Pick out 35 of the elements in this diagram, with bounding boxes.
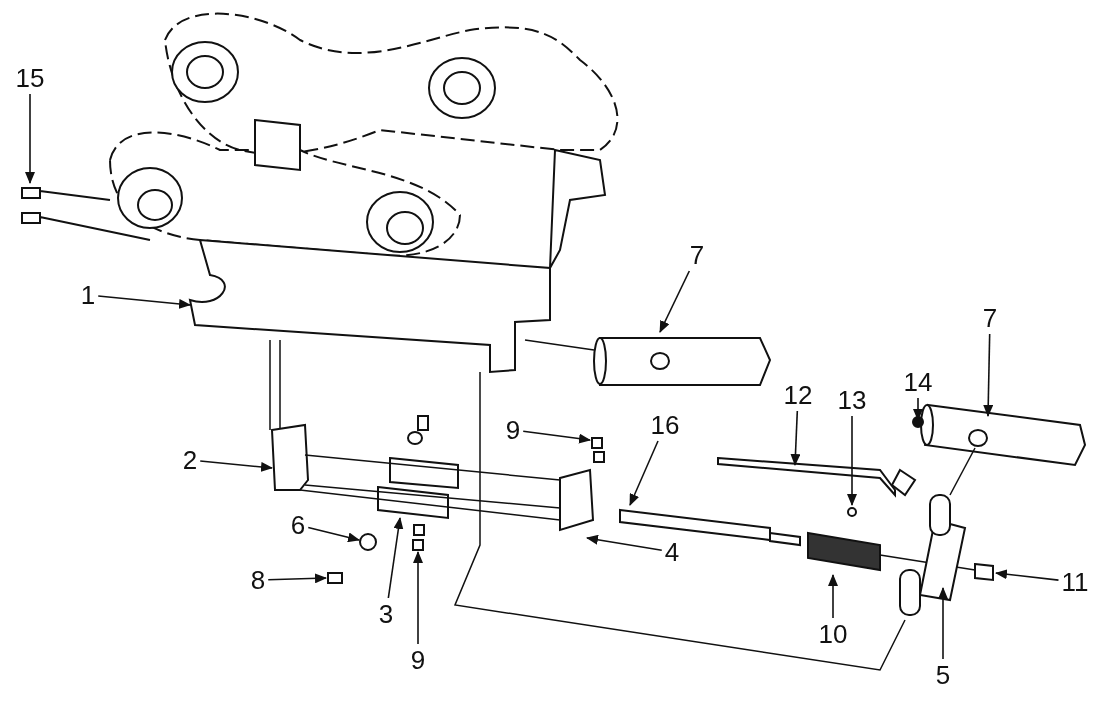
leader-line: [828, 574, 838, 619]
leader-line: [387, 517, 404, 599]
leader-line: [790, 410, 801, 466]
callout-number: 12: [783, 382, 813, 408]
leader-line: [938, 587, 948, 660]
leader-line: [659, 270, 691, 333]
callout-number: 9: [410, 647, 426, 673]
leader-line: [995, 569, 1060, 581]
callout-number: 9: [505, 417, 521, 443]
leader-line: [629, 440, 659, 506]
callout-number: 1: [80, 282, 96, 308]
callout-number: 2: [182, 447, 198, 473]
leader-line: [97, 295, 191, 309]
callout-number: 15: [15, 65, 45, 91]
callout-number: 7: [982, 305, 998, 331]
leader-line: [307, 526, 360, 543]
leader-line: [586, 534, 663, 552]
leader-line: [413, 551, 423, 645]
leader-line: [847, 415, 857, 506]
callout-number: 13: [837, 387, 867, 413]
callout-number: 4: [664, 539, 680, 565]
leader-line: [522, 430, 591, 444]
leader-line: [983, 333, 994, 417]
callout-number: 7: [689, 242, 705, 268]
callout-number: 5: [935, 662, 951, 688]
callout-number: 16: [650, 412, 680, 438]
leader-line: [25, 93, 35, 184]
callout-number: 10: [818, 621, 848, 647]
leader-line: [199, 460, 273, 472]
callout-number: 11: [1061, 569, 1089, 595]
callout-number: 3: [378, 601, 394, 627]
leader-line: [267, 573, 327, 584]
callout-number: 14: [903, 369, 933, 395]
callout-number: 8: [250, 567, 266, 593]
callout-number: 6: [290, 512, 306, 538]
